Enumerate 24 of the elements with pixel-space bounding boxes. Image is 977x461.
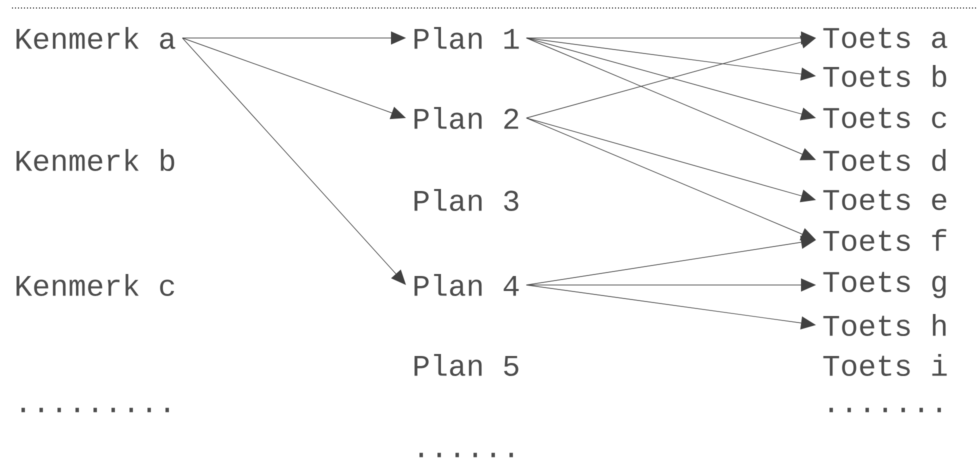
- node-text: Toets a: [823, 28, 948, 48]
- node-text: Plan 3: [414, 189, 518, 212]
- ellipsis-text: .........: [21, 408, 169, 412]
- arrow: [526, 38, 816, 160]
- ellipsis-text: .......: [829, 408, 941, 412]
- arrow: [182, 38, 406, 120]
- node-text: Kenmerk b: [16, 149, 174, 172]
- node-text: Plan 2: [414, 107, 518, 130]
- ellipsis-text: ......: [419, 452, 513, 458]
- node-text: Kenmerk a: [16, 26, 176, 50]
- node-text: Toets f: [823, 229, 946, 252]
- node-text: Toets b: [823, 65, 946, 88]
- node-text: Toets h: [823, 314, 946, 336]
- node-text: Plan 4: [414, 274, 519, 296]
- node-text: Toets i: [823, 354, 947, 376]
- node-text: Toets c: [823, 108, 946, 128]
- node-text: Plan 5: [414, 354, 518, 376]
- node-text: Plan 1: [414, 26, 519, 50]
- node-text: Toets g: [823, 272, 946, 298]
- node-text: Kenmerk c: [16, 274, 174, 296]
- node-text: Toets e: [823, 190, 946, 210]
- arrow: [526, 118, 816, 240]
- arrow: [182, 38, 406, 285]
- node-text: Toets d: [823, 148, 946, 172]
